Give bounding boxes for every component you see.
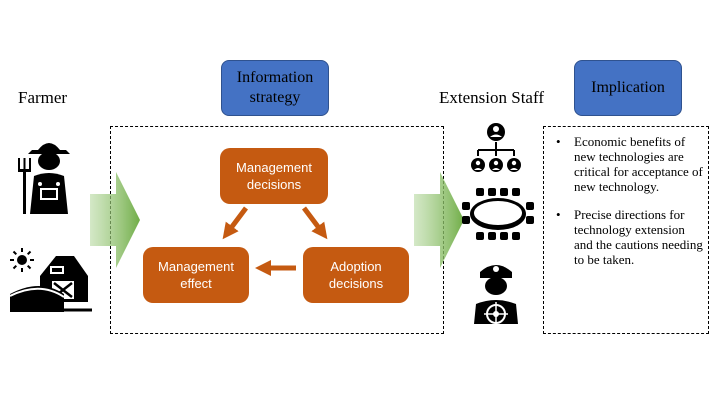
implication-item: • Economic benefits of new technologies … [552, 134, 704, 194]
green-arrow-right [414, 172, 464, 268]
management-effect-label: Management effect [158, 259, 234, 291]
extension-staff-label: Extension Staff [439, 88, 544, 107]
implication-text: Economic benefits of new technologies ar… [574, 134, 703, 194]
farm-barn-icon [10, 256, 92, 312]
implication-item: • Precise directions for technology exte… [552, 207, 704, 267]
information-strategy-box: Information strategy [221, 60, 329, 116]
implication-text: Precise directions for technology extens… [574, 207, 703, 267]
farmer-label: Farmer [18, 88, 68, 107]
bullet-icon: • [556, 134, 561, 149]
implication-label: Implication [591, 79, 665, 96]
captain-icon [474, 265, 518, 324]
management-decisions-box: Management decisions [220, 148, 328, 204]
implications-list: • Economic benefits of new technologies … [552, 134, 704, 280]
management-decisions-label: Management decisions [236, 160, 312, 192]
implication-frame [543, 126, 709, 334]
meeting-table-icon [462, 188, 534, 240]
green-arrow-left [90, 172, 140, 268]
arrow-to-management-effect [222, 206, 248, 240]
adoption-decisions-box: Adoption decisions [303, 247, 409, 303]
implication-box: Implication [574, 60, 682, 116]
hierarchy-icon [471, 123, 521, 172]
bullet-icon: • [556, 207, 561, 222]
sun-icon [10, 248, 34, 272]
farmer-icon [18, 143, 70, 214]
adoption-decisions-label: Adoption decisions [328, 259, 384, 291]
arrow-to-adoption-decisions [302, 206, 328, 240]
information-strategy-label: Information strategy [236, 69, 314, 106]
management-effect-box: Management effect [143, 247, 249, 303]
